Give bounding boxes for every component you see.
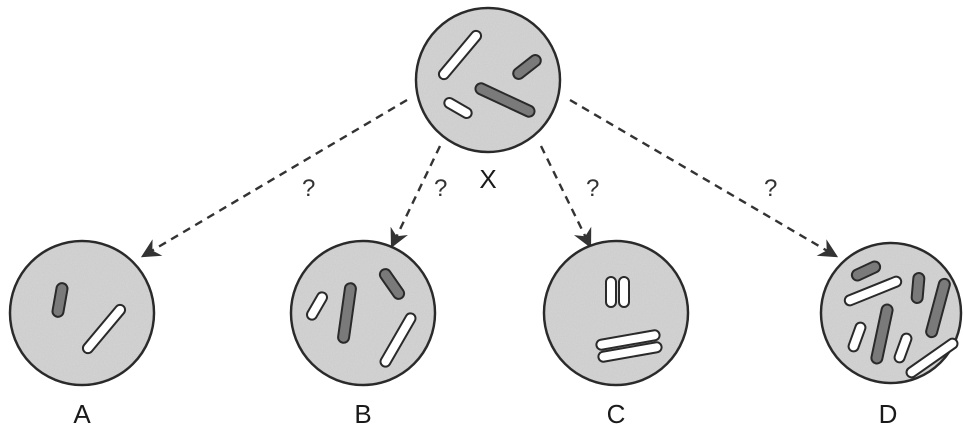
- chromosome: [605, 276, 617, 308]
- arrow-to-b: [390, 145, 442, 249]
- chromosome: [847, 321, 867, 353]
- chromosome: [81, 303, 127, 355]
- chromosome: [379, 312, 417, 368]
- chromosome: [910, 272, 926, 304]
- arrow-label-b: ?: [434, 175, 447, 202]
- chromosome: [595, 329, 661, 351]
- chromosome: [905, 337, 959, 379]
- cell-label-d: D: [879, 399, 898, 429]
- chromosome: [306, 291, 328, 321]
- cell-label-x: X: [479, 164, 496, 194]
- daughter-cell-c: C: [542, 239, 690, 429]
- chromosome: [618, 276, 630, 308]
- cell-label-b: B: [354, 399, 371, 429]
- arrow-label-d: ?: [764, 175, 777, 202]
- arrow-label-a: ?: [302, 175, 315, 202]
- arrow-to-a: [140, 98, 408, 258]
- chromosome: [378, 268, 406, 300]
- cell-label-c: C: [607, 399, 626, 429]
- chromosome: [474, 82, 536, 118]
- parent-cell-x: X: [414, 6, 562, 194]
- chromosome: [870, 303, 894, 365]
- chromosome: [437, 29, 483, 81]
- arrow-to-d: [569, 98, 839, 258]
- chromosome: [512, 54, 542, 80]
- arrows: ? ? ? ?: [140, 98, 839, 258]
- daughter-cell-b: B: [289, 239, 437, 429]
- chromosome: [893, 332, 913, 364]
- arrow-to-c: [539, 145, 592, 249]
- chromosome: [51, 282, 69, 318]
- arrow-label-c: ?: [586, 175, 599, 202]
- chromosome: [843, 275, 903, 307]
- daughter-cell-a: A: [8, 239, 156, 429]
- chromosome: [337, 282, 357, 344]
- chromosome: [597, 341, 663, 363]
- chromosome: [443, 97, 473, 119]
- chromosome: [850, 260, 882, 282]
- chromosome: [925, 277, 951, 339]
- cell-label-a: A: [73, 399, 91, 429]
- daughter-cell-d: D: [819, 241, 963, 429]
